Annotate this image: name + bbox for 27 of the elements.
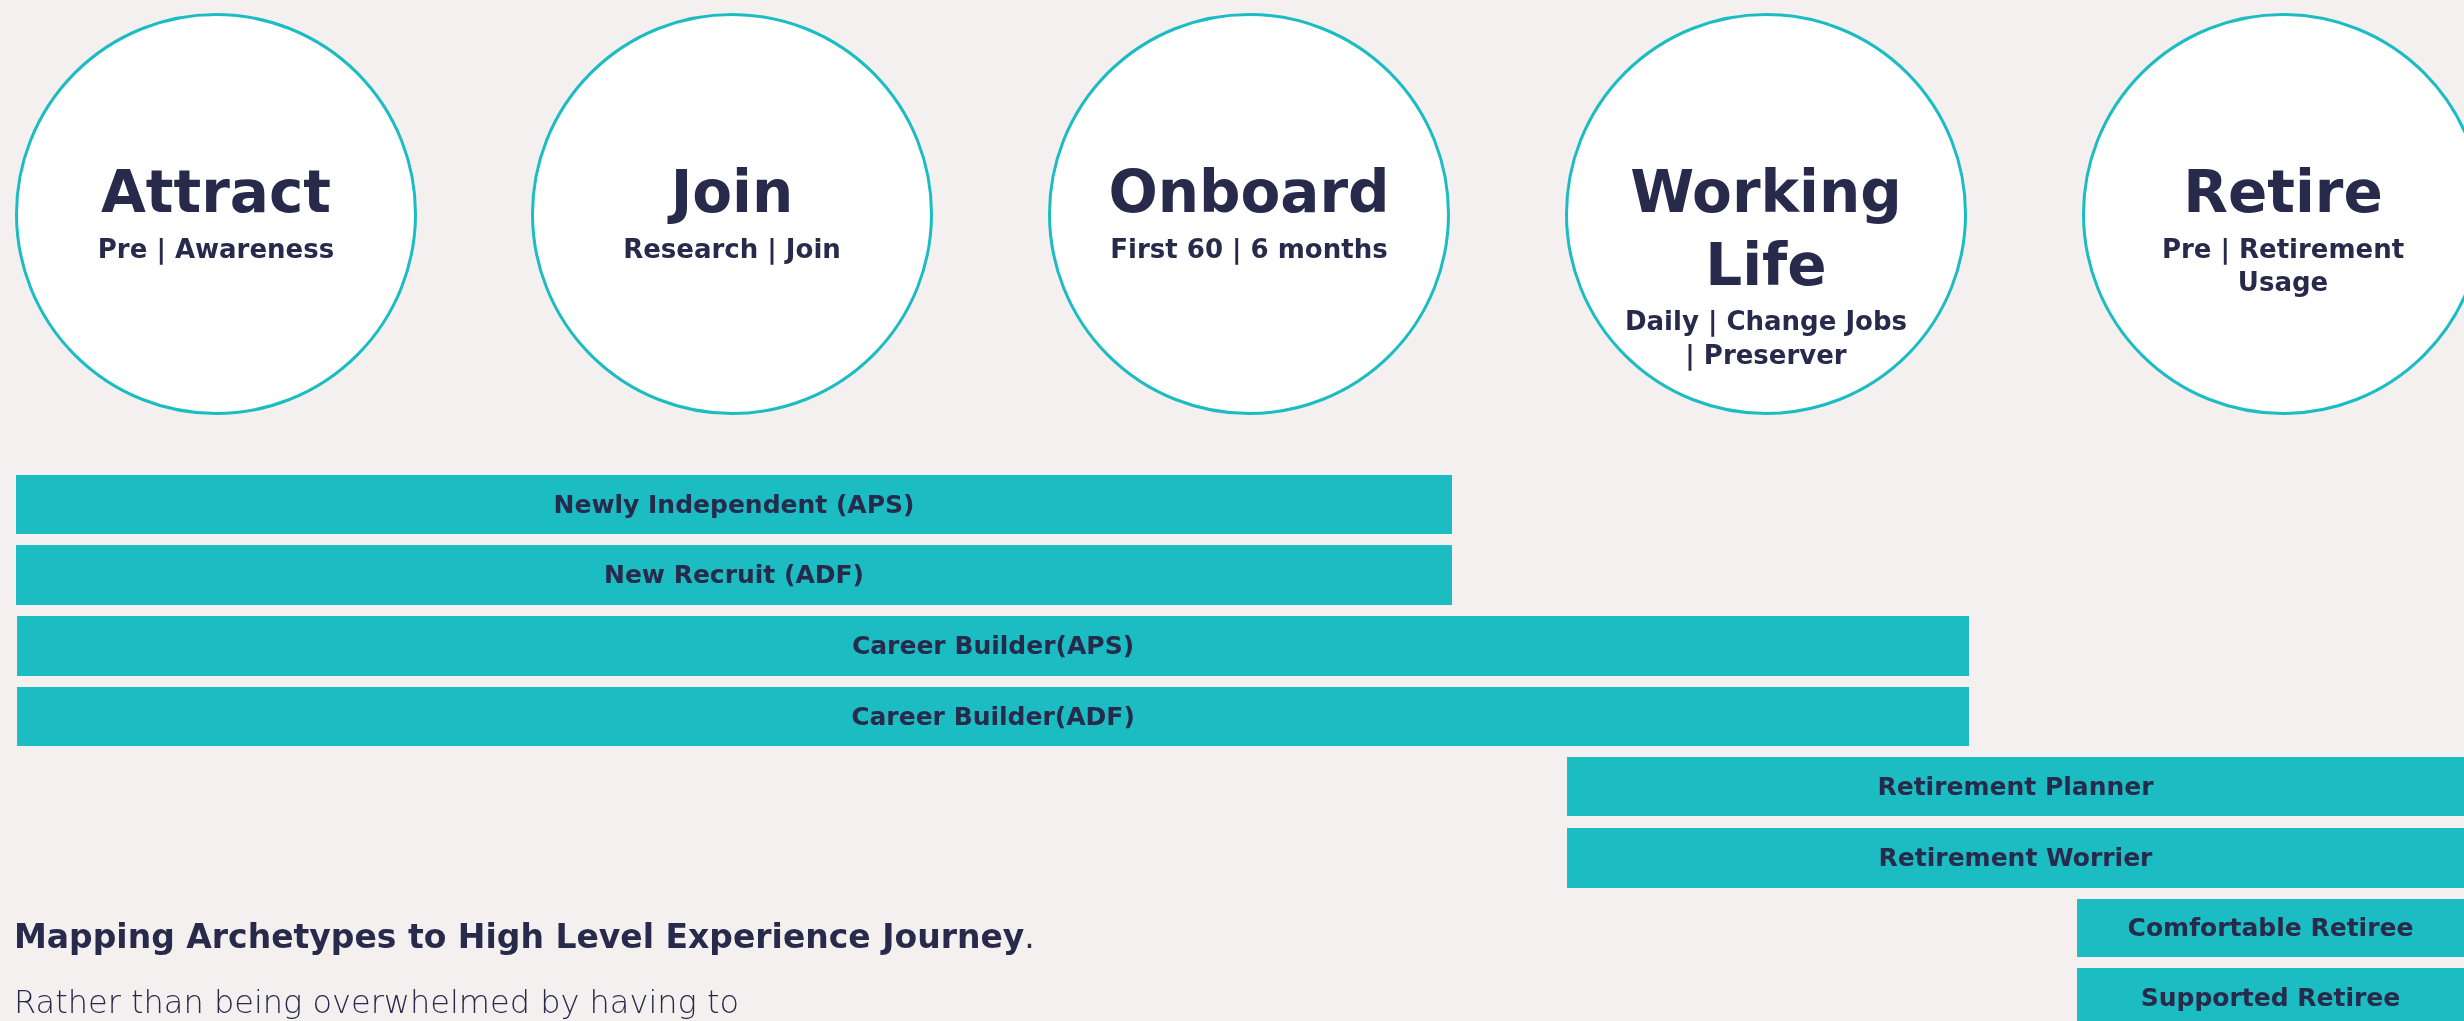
archetype-bar xyxy=(17,616,1969,676)
stage-subtitle: Research | Join xyxy=(622,232,842,267)
archetype-bar xyxy=(1567,828,2464,888)
archetype-label: New Recruit (ADF) xyxy=(603,559,865,592)
stage-title: Retire xyxy=(2183,157,2383,228)
stage-title: Working Life xyxy=(1629,157,1903,301)
archetype-bar xyxy=(17,687,1969,746)
stage-subtitle: Daily | Change Jobs | Preserver xyxy=(1623,305,1909,373)
archetype-bar xyxy=(2077,899,2464,957)
section-heading: Mapping Archetypes to High Level Experience Journey. xyxy=(14,916,1035,958)
archetype-bar xyxy=(1567,757,2464,816)
archetype-bar xyxy=(16,475,1452,534)
archetype-label: Retirement Worrier xyxy=(1878,842,2153,875)
archetype-label: Career Builder(APS) xyxy=(851,630,1135,663)
body-text: Rather than being overwhelmed by having to xyxy=(14,982,740,1021)
archetype-label: Comfortable Retiree xyxy=(2127,912,2414,945)
stage-title: Attract xyxy=(100,157,332,228)
archetype-label: Newly Independent (APS) xyxy=(553,488,915,521)
stage-subtitle: Pre | Awareness xyxy=(96,232,336,267)
archetype-bar xyxy=(2077,968,2464,1021)
stage-subtitle: First 60 | 6 months xyxy=(1109,232,1389,267)
stage-title: Onboard xyxy=(1108,157,1390,228)
archetype-label: Supported Retiree xyxy=(2140,982,2401,1015)
archetype-bar xyxy=(16,545,1452,605)
archetype-label: Career Builder(ADF) xyxy=(851,700,1135,733)
archetype-label: Retirement Planner xyxy=(1877,770,2154,803)
stage-subtitle: Pre | Retirement Usage xyxy=(2160,232,2406,300)
